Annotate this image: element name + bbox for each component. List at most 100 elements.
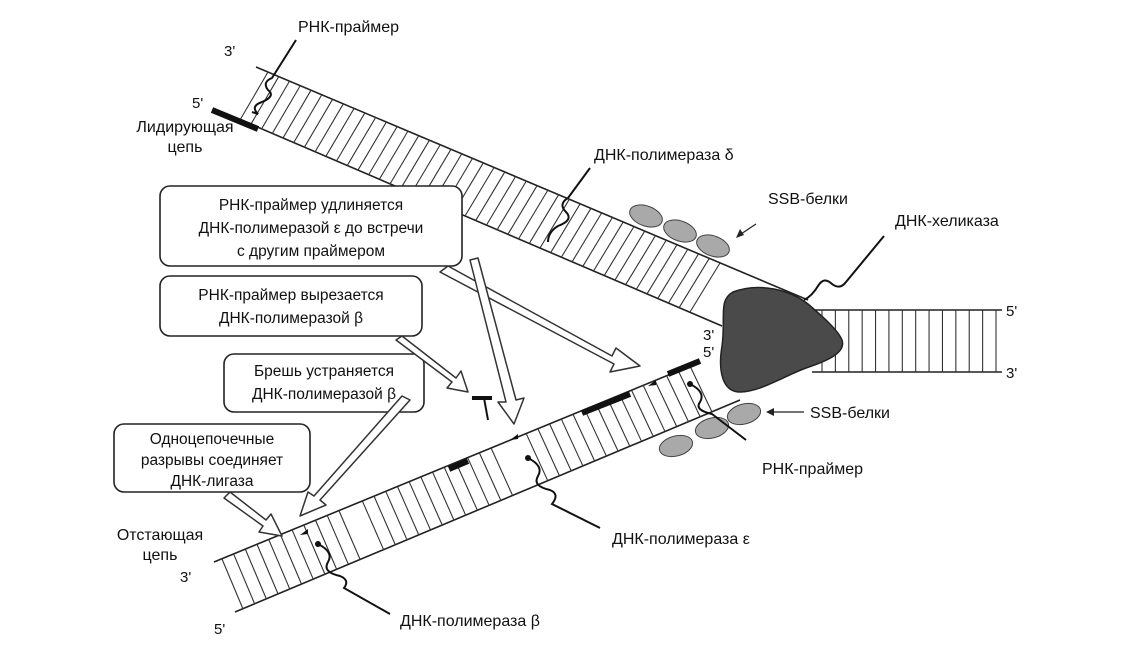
base-pair [571, 212, 603, 262]
end-label-bottom-3: 3' [180, 569, 191, 586]
ssb-bottom-pointer-head [766, 408, 774, 416]
fragment-end-arrow [648, 380, 656, 386]
base-pair [657, 249, 689, 299]
ssb-protein [726, 402, 762, 426]
callout-ligase-line: Одноцепочечные [150, 431, 275, 448]
base-pair [550, 203, 581, 253]
base-pair [537, 428, 561, 477]
callout-gap-box [223, 353, 425, 413]
base-pair [485, 176, 516, 226]
base-pair [373, 496, 396, 546]
base-pair [282, 89, 312, 139]
polymerase-beta-dot [315, 541, 321, 547]
base-pair [677, 370, 701, 418]
base-pair [408, 481, 432, 531]
callout-gap-line: ДНК-полимеразой β [252, 386, 396, 403]
callout-excise: РНК-праймер вырезается ДНК-полимеразой β [159, 275, 423, 337]
end-label-mid-5: 5' [703, 344, 714, 361]
callout-extend-arrow-b [469, 257, 525, 425]
base-pair [560, 208, 592, 258]
helicase-label: ДНК-хеликаза [895, 213, 999, 230]
base-pair [268, 539, 291, 590]
end-label-top-3: 3' [224, 43, 235, 60]
ssb-top-pointer-head [736, 229, 744, 238]
leading-strand-label-line2: цепь [168, 139, 203, 156]
callout-ligase: Одноцепочечные разрывы соединяет ДНК-лиг… [113, 423, 311, 493]
base-pair [525, 433, 549, 482]
callout-excise-box [159, 275, 423, 337]
squiggles [251, 39, 885, 615]
base-pair [572, 414, 596, 462]
callout-ligase-line: ДНК-лигаза [170, 473, 253, 490]
base-pair [595, 404, 619, 452]
base-pair [607, 399, 631, 447]
callout-gap-arrow [299, 395, 411, 517]
base-pair [464, 167, 495, 217]
okazaki-primer-bar [580, 391, 632, 416]
base-pair [666, 375, 690, 423]
base-pair [303, 99, 334, 148]
polymerase-epsilon-squiggle [527, 457, 601, 529]
polymerase-beta-squiggle [317, 543, 391, 615]
polymerase-delta-label: ДНК-полимераза δ [594, 147, 734, 164]
helicase-squiggle [803, 235, 885, 301]
base-pair [455, 462, 479, 511]
base-pair [646, 244, 678, 295]
polymerase-beta-label: ДНК-полимераза β [400, 613, 540, 630]
base-pair [233, 553, 256, 605]
base-pair [396, 486, 420, 536]
ssb-protein [629, 204, 663, 228]
base-pair [271, 85, 301, 134]
lagging-strand-label-line1: Отстающая [117, 527, 203, 544]
ssb-protein [694, 416, 730, 440]
end-label-top-5: 5' [192, 95, 203, 112]
base-pair [326, 515, 350, 565]
base-pair [346, 117, 377, 166]
ssb-top-label: SSB-белки [768, 191, 848, 208]
base-pair [256, 544, 279, 595]
base-pair [539, 199, 570, 249]
fragment-end-arrow [300, 529, 308, 535]
end-label-right-5: 5' [1006, 303, 1017, 320]
base-pair [314, 103, 344, 153]
okazaki-primer-bar [447, 458, 470, 472]
lagging-duplex-base-pairs [221, 365, 713, 610]
base-pair [400, 139, 430, 189]
callout-extend-line: с другим праймером [237, 243, 385, 260]
lagging-strand-label-line2: цепь [143, 547, 178, 564]
base-pair [490, 447, 514, 496]
base-pair [291, 529, 314, 580]
end-label-bottom-5: 5' [214, 621, 225, 638]
base-pair [475, 171, 506, 221]
callout-ligase-line: разрывы соединяет [141, 452, 283, 469]
callout-ligase-arrow [223, 491, 283, 537]
base-pair [357, 121, 387, 171]
base-pair [654, 380, 678, 428]
base-pair [389, 135, 420, 185]
callout-excise-line: ДНК-полимеразой β [219, 310, 363, 327]
base-pair [625, 235, 656, 285]
callout-gap-line: Брешь устраняется [254, 363, 394, 380]
leading-strand-primer-bar [210, 107, 260, 132]
base-pair [315, 520, 338, 570]
base-pair [361, 500, 385, 551]
callout-extend-box [159, 185, 463, 267]
base-pair [239, 71, 269, 121]
base-pair [385, 491, 408, 541]
base-pair [635, 239, 667, 290]
base-pair [668, 253, 699, 304]
gap-marker [483, 397, 489, 421]
pointers [736, 223, 804, 416]
base-pair [584, 409, 607, 457]
base-pair [432, 471, 455, 521]
base-pair [420, 476, 443, 526]
base-pair [478, 452, 502, 501]
ssb-protein [663, 219, 697, 243]
lagging-duplex [213, 358, 741, 613]
base-pair [443, 467, 467, 516]
base-pair [614, 230, 646, 281]
polymerase-epsilon-label: ДНК-полимераза ε [612, 531, 750, 548]
ssb-proteins [629, 204, 762, 458]
polymerase-delta-squiggle [547, 167, 591, 243]
